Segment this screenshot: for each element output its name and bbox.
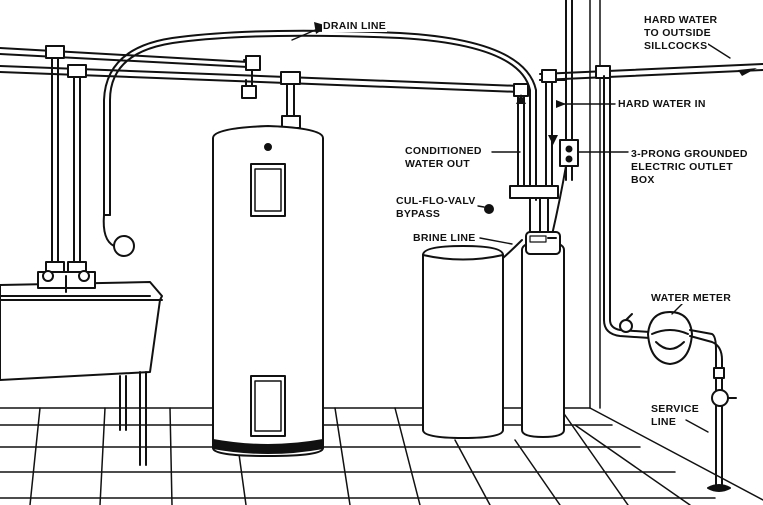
laundry-sink	[0, 270, 163, 466]
hard-water-outside-label-line3: SILLCOCKS	[643, 40, 709, 52]
electric-outlet-box	[551, 139, 579, 236]
hard-water-outside-label-line1: HARD WATER	[643, 14, 719, 26]
brine-tank	[422, 239, 523, 439]
callout-leader-lines	[291, 27, 731, 433]
bypass-valve-knob	[484, 204, 494, 214]
conditioned-water-out-label-line2: WATER OUT	[404, 158, 471, 170]
hard-water-in-label: HARD WATER IN	[617, 98, 707, 110]
outlet-box-label-line1: 3-PRONG GROUNDED	[630, 148, 749, 160]
bypass-label-line1: CUL-FLO-VALV	[395, 195, 477, 207]
hot-cold-supply-pipes	[0, 45, 521, 273]
drain-line-label: DRAIN LINE	[322, 20, 388, 32]
outlet-box-label-line3: BOX	[630, 174, 656, 186]
water-meter-assembly	[603, 311, 737, 492]
conditioned-water-out-label-line1: CONDITIONED	[404, 145, 483, 157]
bypass-label-line2: BYPASS	[395, 208, 442, 220]
water-meter-label: WATER METER	[650, 292, 733, 304]
outlet-box-label-line2: ELECTRIC OUTLET	[630, 161, 734, 173]
hard-water-outside-label-line2: TO OUTSIDE	[643, 27, 712, 39]
water-heater	[212, 125, 324, 457]
drain-line-hose	[102, 29, 537, 257]
floor-tiles	[0, 407, 716, 505]
service-line-label-line2: LINE	[650, 416, 678, 428]
service-line-label-line1: SERVICE	[650, 403, 701, 415]
brine-line-label: BRINE LINE	[412, 232, 477, 244]
softener-mineral-tank	[521, 231, 565, 438]
softener-supply-piping	[509, 0, 763, 321]
